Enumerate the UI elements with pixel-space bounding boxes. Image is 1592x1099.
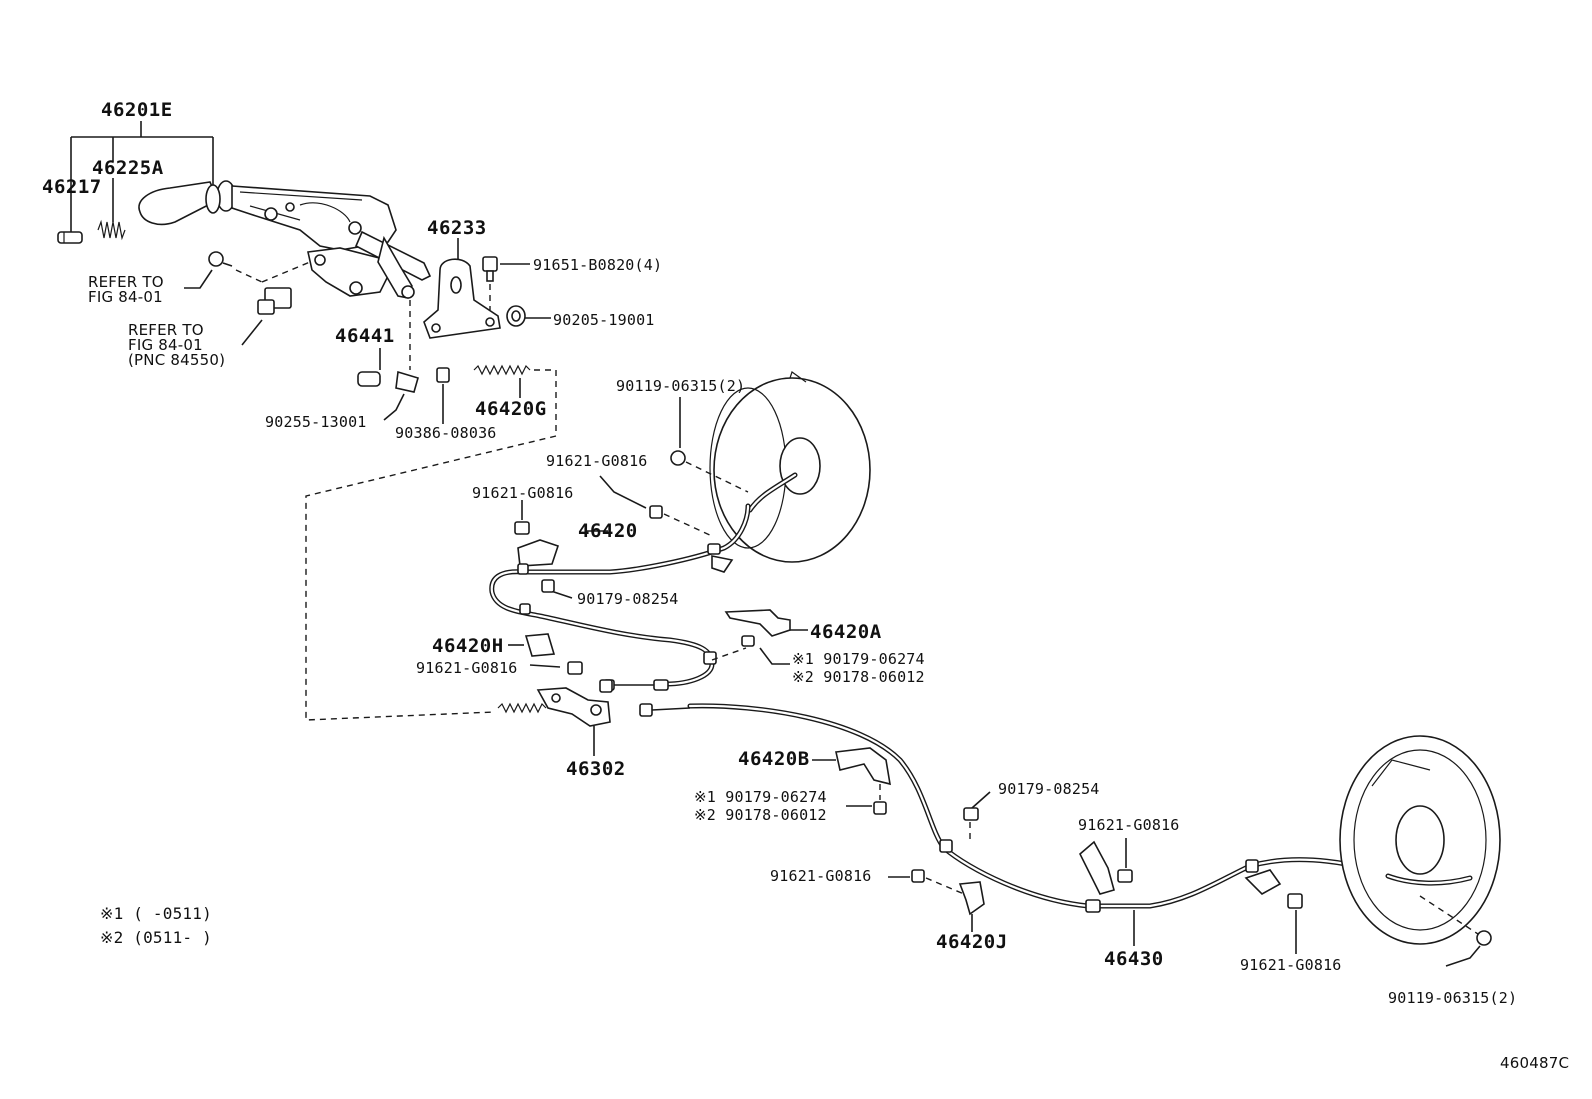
label-46302: 46302 (566, 758, 626, 780)
label-91621-d: 91621-G0816 (770, 867, 872, 885)
refer-label-1-line1: REFER TO (88, 273, 164, 291)
label-90179-08254-b: 90179-08254 (998, 780, 1100, 798)
brake-switch-icon (241, 287, 292, 346)
nut-icon (599, 397, 749, 537)
label-46441: 46441 (335, 325, 395, 347)
label-91621-f: 91621-G0816 (1240, 956, 1342, 974)
note-2-a: ※2 90178-06012 (792, 668, 925, 686)
label-46225A: 46225A (92, 157, 164, 179)
label-90119-top: 90119-06315(2) (616, 377, 746, 395)
bolt-icon (482, 256, 530, 310)
cable-bracket-icon (1244, 869, 1303, 954)
label-90179-08254-a: 90179-08254 (577, 590, 679, 608)
label-91621-c: 91621-G0816 (416, 659, 518, 677)
label-91651: 91651-B0820(4) (533, 256, 663, 274)
cable-bracket-icon (711, 609, 808, 665)
label-90119-bottom: 90119-06315(2) (1388, 989, 1518, 1007)
bolt-icon (514, 500, 608, 599)
label-91621-e: 91621-G0816 (1078, 816, 1180, 834)
brake-backing-plate-icon (1339, 735, 1501, 967)
label-46420: 46420 (578, 520, 638, 542)
leader-46201E (70, 121, 214, 232)
label-90386: 90386-08036 (395, 424, 497, 442)
parking-brake-lever-icon (138, 180, 432, 299)
label-46420H: 46420H (432, 635, 504, 657)
note-1-a: ※1 90179-06274 (792, 650, 925, 668)
label-46233: 46233 (427, 217, 487, 239)
mounting-bracket-icon (423, 238, 501, 339)
cable-bracket-icon (888, 869, 985, 932)
label-91621-a: 91621-G0816 (546, 452, 648, 470)
spring-icon (97, 219, 126, 241)
label-90205: 90205-19001 (553, 311, 655, 329)
brake-backing-plate-icon (709, 371, 871, 563)
refer-label-2-line2: FIG 84-01 (128, 336, 203, 354)
refer-screw-icon (184, 251, 311, 289)
figure-code: 460487C (1500, 1054, 1570, 1072)
refer-label-2-line1: REFER TO (128, 321, 204, 339)
label-46420A: 46420A (810, 621, 882, 643)
label-46430: 46430 (1104, 948, 1164, 970)
note-1-b: ※1 90179-06274 (694, 788, 827, 806)
legend-note-2: ※2 (0511- ) (100, 928, 212, 947)
cable-bracket-icon (1079, 838, 1133, 895)
cable-bracket-icon (508, 633, 583, 675)
release-button-icon (57, 231, 83, 244)
small-parts-group (305, 300, 557, 721)
cable-46430 (639, 703, 1391, 913)
label-46201E: 46201E (101, 99, 173, 121)
label-46420J: 46420J (936, 931, 1008, 953)
label-91621-b: 91621-G0816 (472, 484, 574, 502)
label-90255: 90255-13001 (265, 413, 367, 431)
nut-icon (963, 791, 991, 842)
refer-label-2-line3: (PNC 84550) (128, 351, 226, 369)
note-2-b: ※2 90178-06012 (694, 806, 827, 824)
label-46420G: 46420G (475, 398, 547, 420)
label-46420B: 46420B (738, 748, 810, 770)
washer-icon (506, 305, 551, 327)
refer-label-1-line2: FIG 84-01 (88, 288, 163, 306)
label-46217: 46217 (42, 176, 102, 198)
cable-bracket-icon (812, 747, 891, 815)
legend-note-1: ※1 ( -0511) (100, 904, 212, 923)
cable-equalizer-icon (497, 679, 613, 756)
